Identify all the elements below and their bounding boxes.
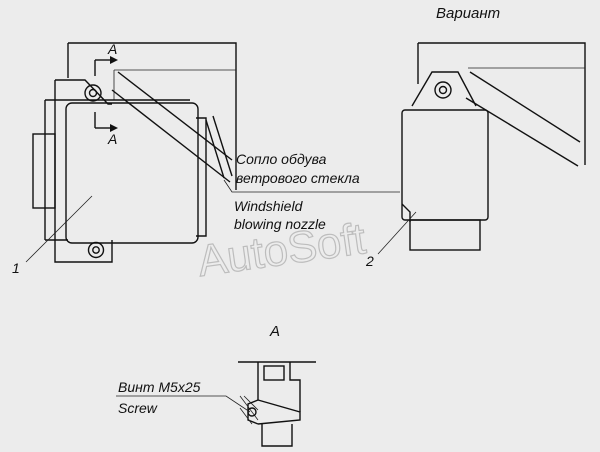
watermark: AutoSoft [195, 214, 369, 286]
variant-bracket-hole [434, 81, 452, 99]
variant-blower-housing [401, 109, 489, 221]
left-mounting-bracket [54, 79, 113, 263]
section-marker-bottom: A [94, 112, 118, 147]
view-a-title: A [269, 323, 280, 340]
svg-text:1: 1 [12, 260, 20, 276]
callout-1: 1 [12, 195, 93, 276]
nozzle-en-line-2: blowing nozzle [234, 216, 326, 232]
variant-motor-end [409, 219, 481, 251]
nozzle-ru-line-2: ветрового стекла [236, 170, 360, 186]
blower-unit-2 [401, 109, 489, 251]
screw-callout: Винт М5х25 Screw [116, 379, 251, 416]
section-a-label-bottom: A [107, 131, 117, 147]
screw-en-label: Screw [118, 400, 158, 416]
right-panel-outline [417, 42, 586, 167]
callout-2: 2 [365, 211, 417, 269]
blower-housing [65, 102, 199, 244]
svg-text:2: 2 [365, 253, 374, 269]
nozzle-en-line-1: Windshield [234, 198, 304, 214]
section-marker-top: A [94, 41, 118, 76]
variant-title: Вариант [436, 5, 500, 22]
bracket-hole-top [84, 84, 102, 102]
nozzle-ru-line-1: Сопло обдува [236, 151, 327, 167]
nozzle-left [205, 115, 400, 193]
section-a-label-top: A [107, 41, 117, 57]
screw-head [247, 407, 257, 417]
left-panel-outline [67, 42, 237, 190]
blower-motor-end [32, 133, 56, 209]
section-view-a [238, 361, 316, 447]
nozzle-flange [263, 365, 285, 381]
screw-ru-label: Винт М5х25 [118, 379, 201, 395]
bracket-hole-bottom [87, 241, 105, 259]
right-mounting-bracket [411, 71, 477, 107]
blower-unit-1 [32, 99, 207, 244]
